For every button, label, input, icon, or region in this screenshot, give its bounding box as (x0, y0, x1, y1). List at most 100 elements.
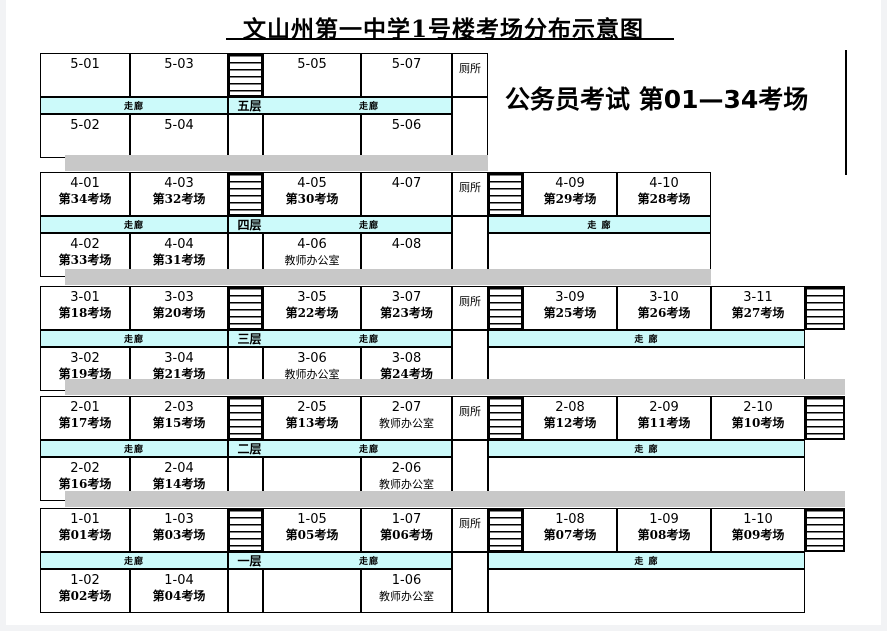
exam-room-label: 第19考场 (58, 367, 112, 381)
title-underline (226, 38, 674, 40)
exam-room-label: 第01考场 (58, 528, 112, 542)
floor-separator-band (65, 491, 845, 507)
room-number: 1-09 (649, 512, 679, 527)
exam-room-label: 第10考场 (731, 416, 785, 430)
room-cell[interactable]: 5-03 (130, 53, 228, 97)
room-cell[interactable]: 5-01 (40, 53, 130, 97)
exam-room-label: 第15考场 (152, 416, 206, 430)
room-number: 4-03 (164, 176, 194, 191)
room-number: 2-05 (297, 400, 327, 415)
room-number: 3-10 (649, 290, 679, 305)
room-number: 2-06 (391, 461, 422, 476)
room-cell[interactable]: 5-06 (361, 114, 452, 158)
exam-room-label: 第18考场 (58, 306, 112, 320)
page-edge-bottom (0, 625, 887, 631)
office-label: 教师办公室 (284, 254, 340, 267)
room-number: 2-10 (743, 400, 773, 415)
stairwell-right-icon (488, 286, 523, 330)
room-number: 5-03 (164, 57, 194, 72)
room-cell[interactable]: 5-05 (263, 53, 361, 97)
exam-room-label: 第32考场 (152, 192, 206, 206)
room-cell[interactable]: 4-07 (361, 172, 452, 216)
corridor-left-b: 走廊 (228, 97, 452, 114)
room-number: 4-02 (70, 237, 100, 252)
room-number: 1-03 (164, 512, 194, 527)
stairwell-center-icon (228, 508, 263, 552)
exam-room-label: 第07考场 (543, 528, 597, 542)
room-number: 2-07 (391, 400, 422, 415)
room-number: 1-08 (555, 512, 585, 527)
stairwell-right-icon (488, 396, 523, 440)
toilet-lower-blank (452, 216, 488, 277)
empty-room-cell (263, 114, 361, 158)
exam-room-label: 第03考场 (152, 528, 206, 542)
toilet-lower-blank (452, 440, 488, 501)
exam-room-label: 第24考场 (380, 367, 433, 381)
stairwell-far-right-icon (805, 396, 845, 440)
exam-room-label: 第04考场 (152, 589, 206, 603)
exam-room-label: 第31考场 (152, 253, 206, 267)
room-number: 1-05 (297, 512, 327, 527)
exam-room-label: 第26考场 (637, 306, 691, 320)
exam-room-label: 第29考场 (543, 192, 597, 206)
stairwell-far-right-icon (805, 286, 845, 330)
room-number: 3-03 (164, 290, 194, 305)
exam-room-label: 第13考场 (285, 416, 339, 430)
room-cell[interactable]: 5-04 (130, 114, 228, 158)
room-number: 4-05 (297, 176, 327, 191)
stairwell-center-icon (228, 172, 263, 216)
exam-room-label: 第05考场 (285, 528, 339, 542)
room-cell[interactable]: 5-02 (40, 114, 130, 158)
exam-room-label: 第21考场 (152, 367, 206, 381)
exam-room-label: 第08考场 (637, 528, 691, 542)
corridor-left-b: 走廊 (228, 330, 452, 347)
floor-separator-band (65, 269, 711, 285)
room-number: 5-07 (391, 57, 422, 72)
exam-room-label: 第23考场 (380, 306, 433, 320)
corridor-left-a: 走廊 (40, 330, 228, 347)
room-number: 4-10 (649, 176, 679, 191)
room-number: 4-06 (297, 237, 327, 252)
right-wing-lower-blank (488, 569, 805, 613)
room-number: 1-04 (164, 573, 194, 588)
corridor-left-a: 走廊 (40, 97, 228, 114)
room-number: 4-09 (555, 176, 585, 191)
room-cell[interactable]: 5-07 (361, 53, 452, 97)
room-number: 3-07 (391, 290, 422, 305)
exam-room-label: 第09考场 (731, 528, 785, 542)
room-number: 2-03 (164, 400, 194, 415)
toilet-cell: 厕所 (452, 396, 488, 440)
floor-name-label: 一层 (237, 554, 262, 568)
corridor-left-b: 走廊 (228, 216, 452, 233)
room-number: 2-09 (649, 400, 679, 415)
